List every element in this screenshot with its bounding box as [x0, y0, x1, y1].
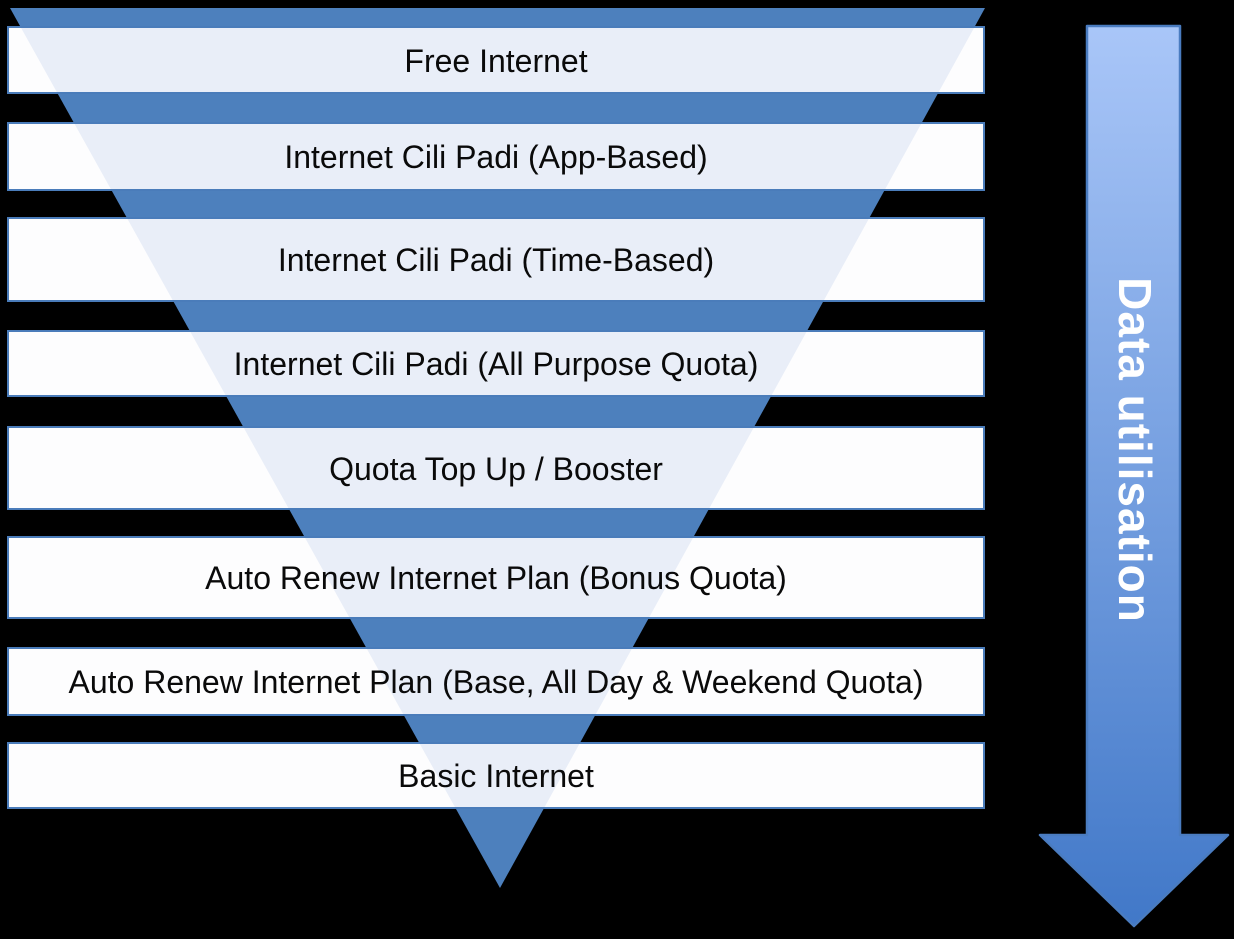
funnel-level-borders [7, 26, 985, 809]
funnel-level-label: Auto Renew Internet Plan (Base, All Day … [69, 664, 924, 700]
funnel-level-label: Free Internet [404, 43, 587, 79]
funnel-level-border [7, 426, 985, 510]
funnel-level-border [7, 26, 985, 94]
funnel-level-label: Basic Internet [398, 758, 594, 794]
arrow-label: Data utilisation [1109, 277, 1161, 623]
data-utilisation-arrow: Data utilisation [1038, 24, 1230, 928]
funnel-level-label: Auto Renew Internet Plan (Bonus Quota) [205, 560, 787, 596]
funnel-level-label: Quota Top Up / Booster [329, 451, 663, 487]
funnel-level-border [7, 647, 985, 716]
funnel-level-label: Internet Cili Padi (Time-Based) [278, 242, 714, 278]
funnel-level-labels: Free Internet Internet Cili Padi (App-Ba… [69, 43, 924, 794]
funnel-level-border [7, 536, 985, 619]
funnel-level-border [7, 742, 985, 809]
funnel-level-border [7, 122, 985, 191]
funnel-level-border [7, 330, 985, 397]
funnel-level-label: Internet Cili Padi (App-Based) [284, 139, 707, 175]
funnel-level-label: Internet Cili Padi (All Purpose Quota) [234, 346, 759, 382]
down-arrow-shape [1038, 24, 1230, 928]
funnel-triangle-tint [10, 27, 984, 808]
funnel-level-border [7, 217, 985, 302]
